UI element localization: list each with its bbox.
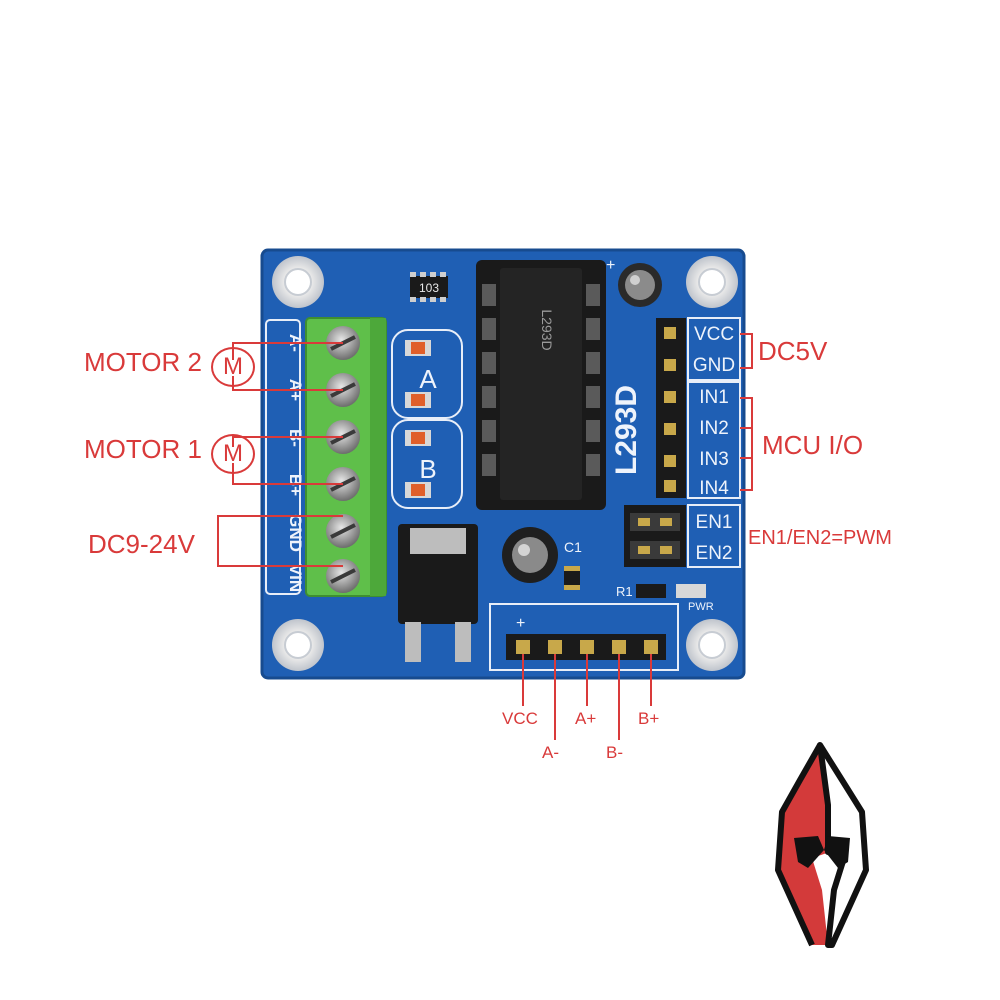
- screw-terminal-block: [305, 317, 387, 597]
- motor2-symbol: M: [211, 347, 255, 387]
- silk-label-b-plus: B+: [286, 474, 305, 496]
- chip-label: L293D: [610, 385, 643, 475]
- callout-pin-b-plus: B+: [638, 709, 660, 728]
- callout-pin-a-plus: A+: [575, 709, 597, 728]
- resistor-network: 103: [410, 272, 448, 302]
- silk-label-a: A: [419, 364, 437, 394]
- callout-mcu-io: MCU I/O: [762, 430, 864, 460]
- capacitor-top: +: [606, 257, 662, 307]
- header-label-en1: EN1: [696, 512, 733, 533]
- header-label-in4: IN4: [699, 478, 729, 499]
- motor-leds: A B: [391, 329, 463, 509]
- terminal-label-strip: A- A+ B- B+ GND VIN: [265, 319, 305, 595]
- spartan-helmet-icon: [775, 742, 869, 948]
- header-label-in2: IN2: [699, 418, 729, 439]
- callout-pin-vcc: VCC: [502, 709, 538, 728]
- silk-label-vin: VIN: [286, 564, 305, 592]
- l293d-chip: L293D L293D: [476, 260, 643, 510]
- mounting-holes: [272, 256, 738, 671]
- callout-dc-power: DC9-24V: [88, 529, 195, 559]
- motor1-symbol: M: [211, 434, 255, 474]
- pin-header-right: [624, 318, 686, 567]
- header-label-gnd: GND: [693, 355, 735, 376]
- voltage-regulator: [398, 524, 478, 662]
- callout-pin-a-minus: A-: [542, 743, 559, 762]
- callout-pin-b-minus: B-: [606, 743, 623, 762]
- header-label-vcc: VCC: [694, 324, 734, 345]
- callout-motor1: MOTOR 1: [84, 434, 202, 464]
- silk-label-gnd: GND: [286, 514, 305, 552]
- header-label-column: VCC GND IN1 IN2 IN3 IN4 EN1 EN2: [687, 317, 741, 568]
- header-label-in3: IN3: [699, 449, 729, 470]
- pin-header-bottom: +: [489, 603, 679, 671]
- chip-top-marking: L293D: [539, 309, 555, 350]
- silk-plus-bottom: +: [516, 615, 525, 632]
- callout-dc5v: DC5V: [758, 336, 828, 366]
- c1-label: C1: [564, 539, 582, 555]
- r1-label: R1: [616, 584, 633, 599]
- header-label-en2: EN2: [696, 543, 733, 564]
- callout-en-pwm: EN1/EN2=PWM: [748, 527, 892, 549]
- silk-plus-top: +: [606, 257, 615, 274]
- silk-label-b: B: [419, 454, 436, 484]
- pwr-label: PWR: [688, 601, 714, 613]
- capacitor-mid: C1: [502, 527, 582, 590]
- callout-motor2: MOTOR 2: [84, 347, 202, 377]
- resistor-marking: 103: [419, 281, 439, 295]
- header-label-in1: IN1: [699, 387, 729, 408]
- power-indicator: R1 PWR: [616, 584, 714, 613]
